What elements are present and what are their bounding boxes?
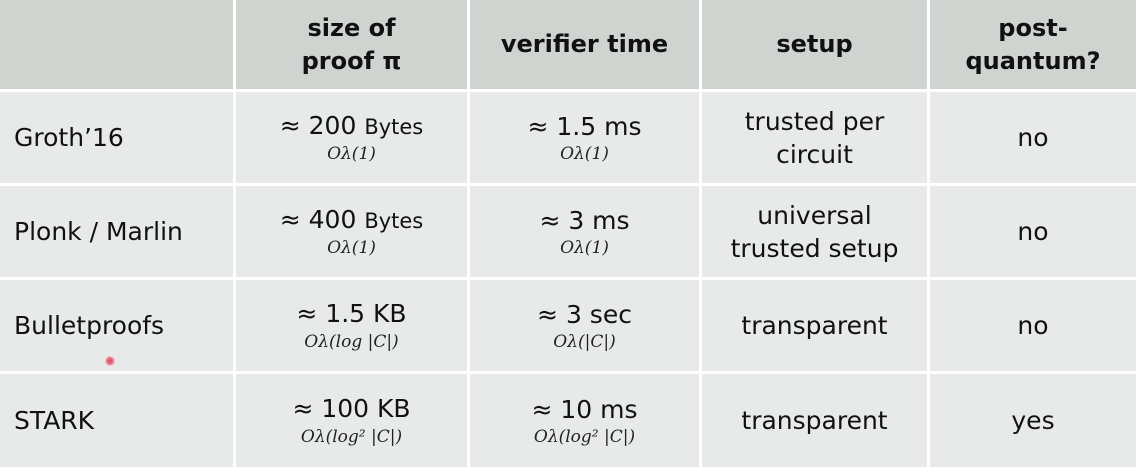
post-quantum-cell: no [930, 186, 1136, 280]
header-setup: setup [702, 0, 930, 92]
verifier-time-cell: ≈ 1.5 ms Oλ(1) [470, 92, 702, 186]
header-verifier-time-label: verifier time [500, 30, 669, 58]
setup-cell: transparent [702, 280, 930, 374]
verifier-time-asymptotic: Oλ(1) [560, 143, 609, 164]
verifier-time-cell: ≈ 3 ms Oλ(1) [470, 186, 702, 280]
proof-size-number: ≈ 1.5 KB [296, 299, 407, 328]
header-verifier-time: verifier time [470, 0, 702, 92]
verifier-time-value: ≈ 3 ms [539, 205, 630, 235]
proof-size-cell: ≈ 100 KB Oλ(log² |C|) [236, 374, 470, 467]
setup-value: transparent [741, 406, 888, 435]
post-quantum-value: no [1017, 311, 1049, 340]
proof-size-cell: ≈ 200 Bytes Oλ(1) [236, 92, 470, 186]
proof-size-cell: ≈ 400 Bytes Oλ(1) [236, 186, 470, 280]
post-quantum-value: no [1017, 123, 1049, 152]
proof-size-asymptotic: Oλ(1) [327, 238, 376, 258]
laser-pointer-dot [105, 356, 115, 366]
verifier-time-asymptotic: Oλ(1) [560, 237, 609, 258]
setup-value: trusted per circuit [744, 106, 885, 169]
header-post-quantum: post- quantum? [930, 0, 1136, 92]
header-proof-size-label: size of proof π [301, 13, 402, 75]
proof-size-cell: ≈ 1.5 KB Oλ(log |C|) [236, 280, 470, 374]
proof-size-asymptotic: Oλ(log |C|) [304, 332, 399, 352]
verifier-time-value: ≈ 3 sec [537, 299, 632, 329]
proof-size-value: ≈ 1.5 KB [296, 298, 406, 331]
proof-size-unit: Bytes [364, 209, 424, 233]
system-name: Plonk / Marlin [14, 217, 183, 246]
setup-value: transparent [741, 311, 888, 340]
verifier-time-value: ≈ 10 ms [531, 394, 638, 424]
setup-value: universal trusted setup [730, 200, 899, 263]
proof-size-asymptotic: Oλ(1) [327, 144, 376, 164]
system-name: STARK [14, 406, 95, 435]
table-row-name: Plonk / Marlin [0, 186, 236, 280]
table-row-name: Bulletproofs [0, 280, 236, 374]
proof-size-number: ≈ 400 [279, 205, 365, 234]
proof-size-value: ≈ 400 Bytes [280, 204, 424, 237]
header-empty-cell [0, 0, 236, 92]
proof-size-asymptotic: Oλ(log² |C|) [300, 427, 403, 447]
setup-cell: trusted per circuit [702, 92, 930, 186]
post-quantum-cell: no [930, 280, 1136, 374]
header-proof-size: size of proof π [236, 0, 470, 92]
setup-cell: universal trusted setup [702, 186, 930, 280]
verifier-time-cell: ≈ 3 sec Oλ(|C|) [470, 280, 702, 374]
proof-size-number: ≈ 100 KB [292, 394, 411, 423]
table-row-name: STARK [0, 374, 236, 467]
post-quantum-value: yes [1011, 406, 1055, 435]
verifier-time-value: ≈ 1.5 ms [527, 111, 642, 141]
verifier-time-cell: ≈ 10 ms Oλ(log² |C|) [470, 374, 702, 467]
setup-cell: transparent [702, 374, 930, 467]
proof-size-value: ≈ 200 Bytes [280, 110, 424, 143]
header-setup-label: setup [776, 30, 853, 58]
header-post-quantum-label: post- quantum? [965, 13, 1101, 75]
system-name: Bulletproofs [14, 311, 165, 340]
table-row-name: Groth’16 [0, 92, 236, 186]
proof-size-value: ≈ 100 KB [292, 393, 410, 426]
system-name: Groth’16 [14, 123, 124, 152]
verifier-time-asymptotic: Oλ(|C|) [553, 331, 616, 352]
verifier-time-asymptotic: Oλ(log² |C|) [533, 426, 636, 447]
post-quantum-value: no [1017, 217, 1049, 246]
post-quantum-cell: no [930, 92, 1136, 186]
proof-size-unit: Bytes [364, 115, 424, 139]
post-quantum-cell: yes [930, 374, 1136, 467]
proof-size-number: ≈ 200 [279, 111, 365, 140]
